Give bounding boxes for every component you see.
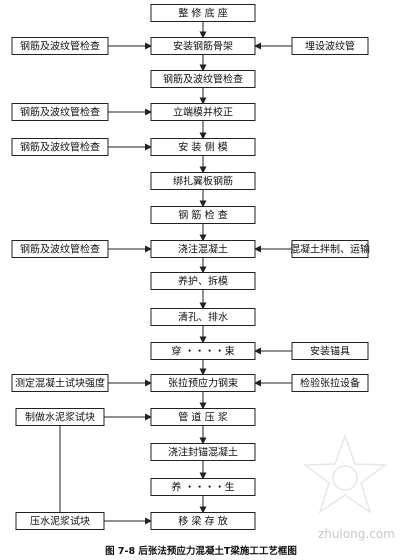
left-check-5-label: 测定混凝土试块强度 (15, 377, 105, 390)
main-step-13: 管 道 压 浆 (150, 408, 256, 426)
main-step-15-label: 养 ・・・・生 (171, 481, 234, 494)
main-step-5: 安 装 侧 模 (150, 138, 256, 156)
figure-caption: 图 7-8 后张法预应力混凝土T梁施工工艺框图 (105, 546, 297, 557)
main-step-8-frame (150, 240, 256, 258)
main-step-2: 安装钢筋骨架 (150, 37, 256, 55)
main-step-12-label: 张拉预应力钢束 (168, 377, 238, 390)
main-step-11-label: 穿 ・・・・束 (171, 345, 234, 358)
left-check-5: 测定混凝土试块强度 (11, 374, 109, 392)
right-input-4-frame (291, 374, 369, 392)
grout-specimen-test-frame (15, 512, 105, 530)
right-input-4-label: 检验张拉设备 (300, 377, 360, 390)
main-step-5-label: 安 装 侧 模 (178, 141, 228, 154)
right-input-2-label: 混凝土拌制、运输 (290, 243, 370, 256)
left-check-2-label: 钢筋及波纹管检查 (20, 106, 100, 119)
left-check-1-frame (11, 37, 109, 55)
main-step-14: 浇注封锚混凝土 (150, 443, 256, 461)
right-input-2-frame (291, 240, 369, 258)
left-check-4-frame (11, 240, 109, 258)
main-step-1-frame (150, 4, 256, 22)
main-step-7-label: 钢 筋 检 查 (178, 209, 228, 222)
grout-specimen-make-frame (15, 408, 105, 426)
grout-specimen-make-label: 制做水泥浆试块 (25, 411, 95, 424)
main-step-6: 绑扎翼板钢筋 (150, 172, 256, 190)
grout-specimen-make: 制做水泥浆试块 (15, 408, 105, 426)
main-step-12: 张拉预应力钢束 (150, 374, 256, 392)
left-check-2-frame (11, 103, 109, 121)
main-step-4: 立端模并校正 (150, 103, 256, 121)
right-input-1: 埋设波纹管 (291, 37, 369, 55)
left-check-3-label: 钢筋及波纹管检查 (20, 141, 100, 154)
main-step-13-frame (150, 408, 256, 426)
main-step-12-frame (150, 374, 256, 392)
right-input-3-label: 安装锚具 (310, 345, 350, 358)
main-step-1-label: 整 修 底 座 (178, 7, 228, 20)
left-check-1: 钢筋及波纹管检查 (11, 37, 109, 55)
main-step-16: 移 梁 存 放 (150, 512, 256, 530)
right-input-1-frame (291, 37, 369, 55)
main-step-6-frame (150, 172, 256, 190)
left-check-5-frame (11, 374, 109, 392)
main-step-11-frame (150, 342, 256, 360)
left-check-4-label: 钢筋及波纹管检查 (20, 243, 100, 256)
main-step-16-frame (150, 512, 256, 530)
main-step-7: 钢 筋 检 查 (150, 206, 256, 224)
right-input-2: 混凝土拌制、运输 (290, 240, 370, 258)
main-step-8-label: 浇注混凝土 (178, 243, 228, 256)
main-step-14-label: 浇注封锚混凝土 (168, 446, 238, 459)
grout-specimen-test: 压水泥浆试块 (15, 512, 105, 530)
watermark-logo (302, 433, 388, 514)
main-step-15: 养 ・・・・生 (150, 478, 256, 496)
main-step-16-label: 移 梁 存 放 (178, 515, 228, 528)
left-check-4: 钢筋及波纹管检查 (11, 240, 109, 258)
main-step-9-label: 养护、拆模 (178, 275, 228, 288)
main-step-3-label: 钢筋及波纹管检查 (163, 73, 243, 86)
main-step-2-label: 安装钢筋骨架 (173, 40, 233, 53)
grout-specimen-test-label: 压水泥浆试块 (30, 515, 90, 528)
left-check-1-label: 钢筋及波纹管检查 (20, 40, 100, 53)
main-step-14-frame (150, 443, 256, 461)
left-check-3-frame (11, 138, 109, 156)
left-check-2: 钢筋及波纹管检查 (11, 103, 109, 121)
main-step-10-frame (150, 308, 256, 326)
main-step-10: 清孔、排水 (150, 308, 256, 326)
main-step-11: 穿 ・・・・束 (150, 342, 256, 360)
watermark-text: zhulong.com (318, 527, 395, 541)
left-check-3: 钢筋及波纹管检查 (11, 138, 109, 156)
main-step-3-frame (150, 70, 256, 88)
main-step-8: 浇注混凝土 (150, 240, 256, 258)
main-step-5-frame (150, 138, 256, 156)
main-step-3: 钢筋及波纹管检查 (150, 70, 256, 88)
main-step-10-label: 清孔、排水 (178, 311, 228, 324)
main-step-1: 整 修 底 座 (150, 4, 256, 22)
right-input-3-frame (291, 342, 369, 360)
main-step-13-label: 管 道 压 浆 (178, 411, 228, 424)
main-step-6-label: 绑扎翼板钢筋 (173, 175, 233, 188)
right-input-1-label: 埋设波纹管 (305, 40, 355, 53)
right-input-4: 检验张拉设备 (291, 374, 369, 392)
main-step-9: 养护、拆模 (150, 272, 256, 290)
main-step-2-frame (150, 37, 256, 55)
main-step-9-frame (150, 272, 256, 290)
right-input-3: 安装锚具 (291, 342, 369, 360)
main-step-4-label: 立端模并校正 (173, 106, 233, 119)
main-step-7-frame (150, 206, 256, 224)
main-step-15-frame (150, 478, 256, 496)
main-step-4-frame (150, 103, 256, 121)
